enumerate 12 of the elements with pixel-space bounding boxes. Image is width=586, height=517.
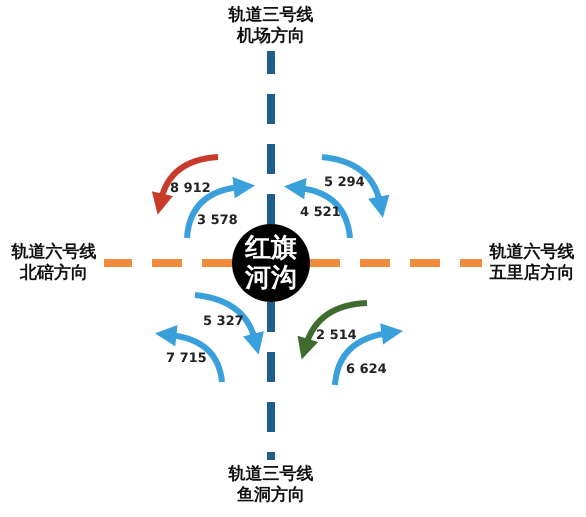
dashed-line <box>267 51 275 224</box>
flow-number: 5 294 <box>324 175 365 190</box>
station-circle: 红旗河沟 <box>232 224 310 302</box>
dashed-line <box>104 259 232 267</box>
dashed-line <box>310 259 482 267</box>
flow-number: 8 912 <box>170 181 211 196</box>
flow-number: 7 715 <box>166 351 207 366</box>
dashed-line <box>267 302 275 460</box>
flow-number: 5 327 <box>203 314 244 329</box>
flow-number: 4 521 <box>300 205 341 220</box>
flow-number: 6 624 <box>346 362 387 377</box>
flow-number: 2 514 <box>316 328 357 343</box>
